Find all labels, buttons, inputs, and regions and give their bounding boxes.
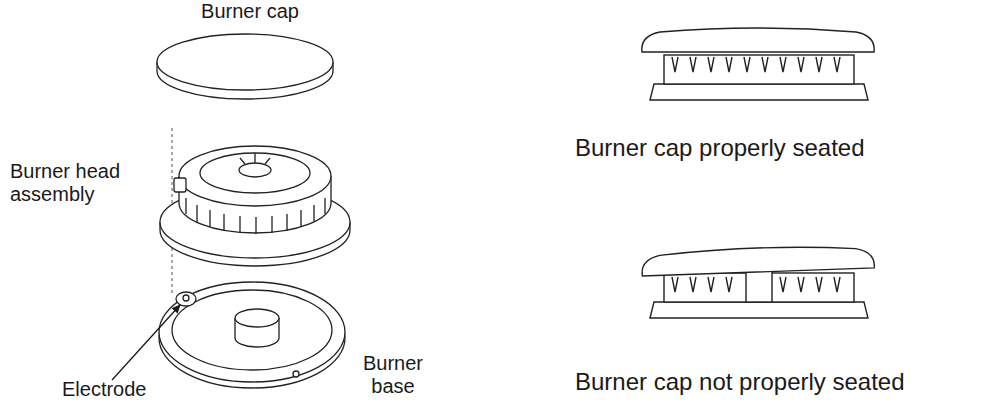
tilted-cap-group: [641, 244, 874, 276]
head-ring-inner: [200, 153, 310, 193]
electrode-tip: [183, 295, 189, 301]
base-tube-top: [235, 309, 279, 327]
head-tab: [174, 178, 186, 192]
burner-base-drawing: [159, 282, 345, 388]
seated-side-view: [642, 28, 874, 100]
misaligned-tab: [746, 270, 772, 302]
base-rim: [159, 282, 345, 382]
electrode-body: [176, 292, 196, 306]
side-flange: [650, 84, 868, 100]
part-label: Electrode: [62, 378, 182, 401]
part-label: Burner base: [352, 352, 434, 398]
part-label: Burner cap: [185, 0, 315, 23]
view-caption: Burner cap not properly seated: [575, 368, 985, 396]
side-flange: [650, 302, 868, 318]
cap-top: [157, 34, 333, 90]
unseated-side-view: [641, 244, 874, 318]
burner-head-drawing: [160, 146, 350, 266]
side-cap: [641, 244, 874, 276]
part-label: Burner head assembly: [10, 160, 140, 206]
view-caption: Burner cap properly seated: [575, 134, 975, 162]
head-hub: [239, 163, 271, 177]
base-screw: [293, 371, 299, 377]
side-cap: [642, 28, 874, 52]
side-body: [664, 55, 854, 84]
side-ports: [672, 57, 840, 72]
burner-cap-drawing: [157, 34, 333, 99]
electrode-leader: [112, 305, 180, 380]
head-ring-top: [179, 146, 331, 206]
head-ribs: [240, 153, 270, 164]
base-well: [172, 290, 332, 370]
